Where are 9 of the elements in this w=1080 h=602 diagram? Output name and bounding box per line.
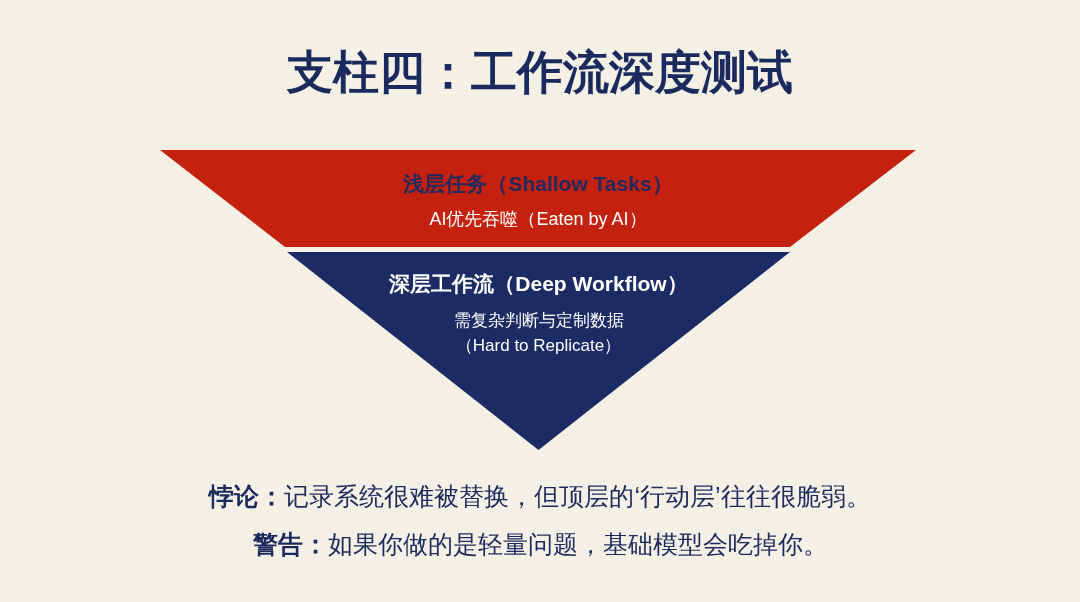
note-text: 悖论：记录系统很难被替换，但顶层的‘行动层’往往很脆弱。 <box>209 481 871 512</box>
note-text: 警告：如果你做的是轻量问题，基础模型会吃掉你。 <box>252 528 828 560</box>
title: 支柱四：工作流深度测试 <box>287 44 793 101</box>
band-heading: 浅层任务（Shallow Tasks） <box>403 171 673 197</box>
band-description: 需复杂判断与定制数据（Hard to Replicate） <box>452 309 625 357</box>
trapezoid-band <box>160 150 916 247</box>
triangle-band <box>287 252 790 450</box>
band-heading: 深层工作流（Deep Workflow） <box>389 271 688 297</box>
band-description: AI优先吞噬（Eaten by AI） <box>429 207 647 231</box>
